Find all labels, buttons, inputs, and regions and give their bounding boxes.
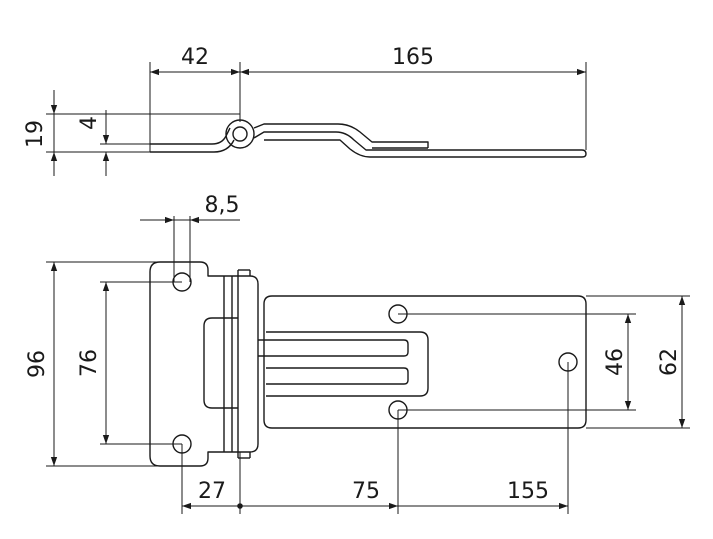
leaf-rib-slot-1 [266, 339, 409, 357]
right-leaf [263, 295, 587, 429]
dim-75-label: 75 [352, 479, 380, 504]
left-plate [149, 261, 239, 467]
leaf-rib-slot-2 [266, 367, 409, 385]
dim-8-5-label: 8,5 [205, 193, 240, 218]
side-view: 42 165 19 4 [23, 45, 587, 176]
dim-62-label: 62 [657, 348, 682, 376]
left-plate-lip [203, 317, 238, 409]
dim-4-label: 4 [77, 116, 102, 130]
dim-96-label: 96 [25, 350, 50, 378]
side-right-leaf [253, 123, 587, 158]
leaf-rib-outer [266, 331, 429, 397]
front-view: 8,5 96 76 46 62 27 75 155 [25, 193, 690, 514]
dim-155-label: 155 [507, 479, 549, 504]
dim-42-label: 42 [181, 45, 209, 70]
dim-origin-dot [237, 503, 243, 509]
side-knuckle-pin [232, 126, 248, 142]
side-knuckle-outer [225, 119, 255, 149]
dim-46-label: 46 [603, 348, 628, 376]
knuckle-barrel [223, 275, 259, 453]
leaf-rib-closure [258, 339, 266, 357]
dim-19-label: 19 [23, 120, 48, 148]
dim-76-label: 76 [77, 349, 102, 377]
dim-165-label: 165 [392, 45, 434, 70]
side-left-leaf [150, 127, 235, 153]
dim-27-label: 27 [198, 479, 226, 504]
